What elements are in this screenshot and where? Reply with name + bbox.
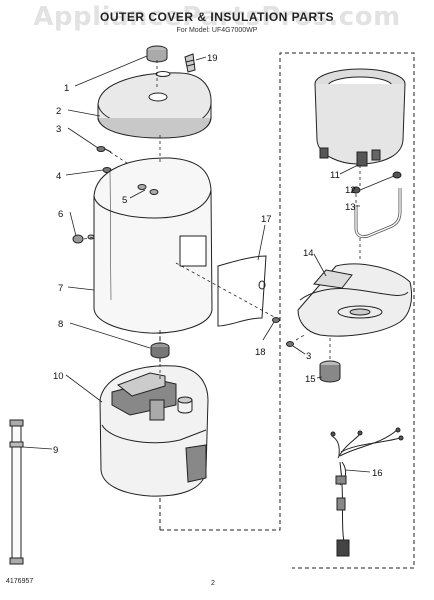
callout-3: 3 [56, 124, 61, 135]
callout-labels: 1 19 2 3 4 5 6 7 8 10 9 17 18 3 11 12 13… [53, 53, 383, 479]
diagram-subtitle: For Model: UF4G7000WP [176, 27, 258, 34]
callout-18: 18 [255, 347, 266, 358]
callout-3-right: 3 [306, 351, 311, 362]
part-2-top-cover [97, 71, 212, 139]
callout-12: 12 [345, 185, 356, 196]
part-7-outer-cover [87, 157, 213, 334]
part-6-plug [72, 234, 84, 244]
document-number: 4176957 [6, 578, 34, 585]
part-10-base [99, 365, 209, 497]
part-3-screw-right [286, 341, 294, 347]
part-1-plug [146, 45, 168, 63]
part-13-tube [354, 188, 402, 239]
callout-4: 4 [56, 171, 61, 182]
callout-7: 7 [58, 283, 63, 294]
part-18-screw [272, 317, 280, 323]
part-9-rod [9, 419, 24, 565]
callout-6: 6 [58, 209, 63, 220]
part-11-tank [314, 68, 406, 167]
part-14-drip-tray [297, 263, 413, 337]
diagram-title: OUTER COVER & INSULATION PARTS [100, 10, 334, 24]
callout-9: 9 [53, 445, 58, 456]
part-3-screw-left [96, 146, 112, 153]
callout-1: 1 [64, 83, 69, 94]
callout-13: 13 [345, 202, 356, 213]
callout-11: 11 [330, 170, 340, 181]
callout-2: 2 [56, 106, 61, 117]
part-19-fitting [184, 53, 196, 73]
page-number: 2 [211, 580, 215, 587]
callout-leaders [22, 55, 395, 473]
callout-16: 16 [372, 468, 383, 479]
part-17-insulation [217, 255, 267, 327]
callout-8: 8 [58, 319, 63, 330]
callout-19: 19 [207, 53, 218, 64]
callout-17: 17 [261, 214, 272, 225]
part-16-wire-harness [330, 427, 404, 557]
assembly-guide-lines [83, 60, 361, 380]
callout-15: 15 [305, 374, 316, 385]
part-12-fittings [351, 171, 402, 194]
part-8-grommet [150, 342, 170, 359]
callout-10: 10 [53, 371, 64, 382]
part-15-cap [319, 360, 341, 383]
callout-5: 5 [122, 195, 127, 206]
callout-14: 14 [303, 248, 314, 259]
